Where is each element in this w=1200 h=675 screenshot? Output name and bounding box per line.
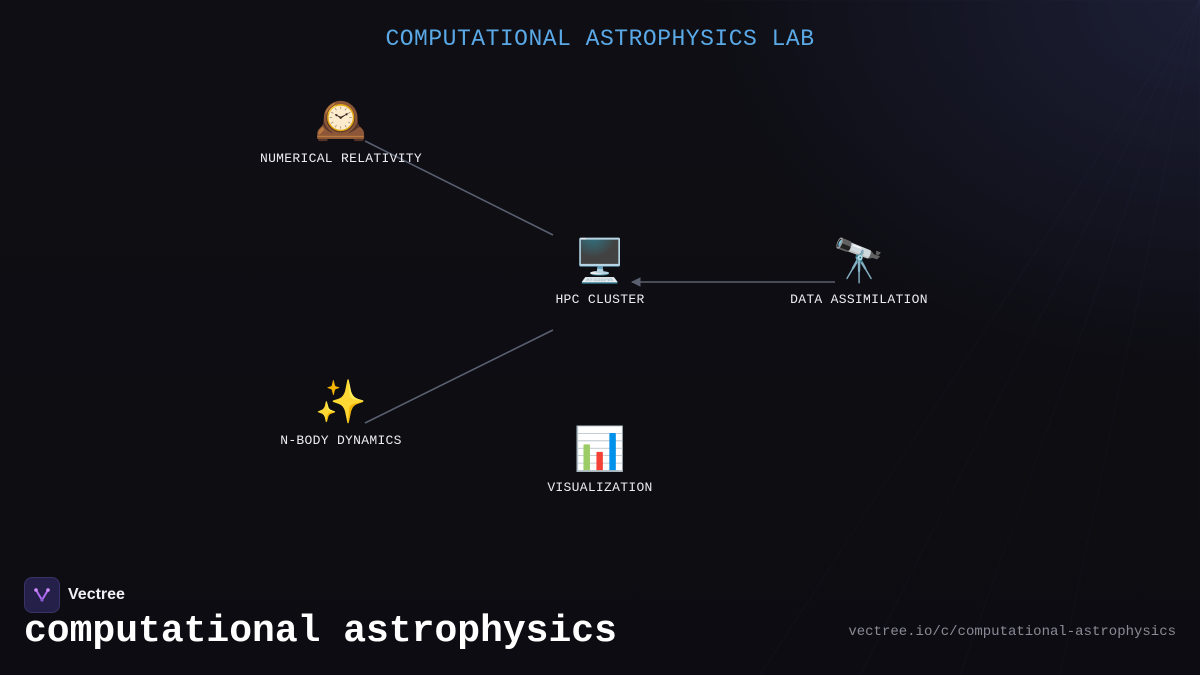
bar-chart-icon: 📊 <box>573 424 627 473</box>
node-label: N-BODY DYNAMICS <box>280 433 402 448</box>
node-label: NUMERICAL RELATIVITY <box>259 151 423 166</box>
desktop-computer-icon: 🖥️ <box>573 236 627 285</box>
node-label: HPC CLUSTER <box>555 292 645 307</box>
mantelpiece-clock-icon: 🕰️ <box>314 95 368 144</box>
node-n-body-dynamics[interactable]: ✨ N-BODY DYNAMICS <box>231 377 451 448</box>
brand[interactable]: Vectree <box>24 577 125 613</box>
node-data-assimilation[interactable]: 🔭 DATA ASSIMILATION <box>749 236 969 307</box>
telescope-icon: 🔭 <box>832 236 886 285</box>
topic-title: computational astrophysics <box>24 610 617 653</box>
edge-numerical-relativity-to-hpc-cluster <box>364 140 554 236</box>
vectree-logo-icon <box>24 577 60 613</box>
node-visualization[interactable]: 📊 VISUALIZATION <box>490 424 710 495</box>
node-label: VISUALIZATION <box>547 480 653 495</box>
brand-name: Vectree <box>68 586 125 603</box>
sparkles-icon: ✨ <box>314 377 368 426</box>
node-numerical-relativity[interactable]: 🕰️ NUMERICAL RELATIVITY <box>231 95 451 166</box>
topic-url[interactable]: vectree.io/c/computational-astrophysics <box>848 624 1176 640</box>
node-label: DATA ASSIMILATION <box>790 292 928 307</box>
diagram-title: COMPUTATIONAL ASTROPHYSICS LAB <box>385 26 815 52</box>
node-hpc-cluster[interactable]: 🖥️ HPC CLUSTER <box>490 236 710 307</box>
edge-n-body-dynamics-to-hpc-cluster <box>364 329 554 424</box>
